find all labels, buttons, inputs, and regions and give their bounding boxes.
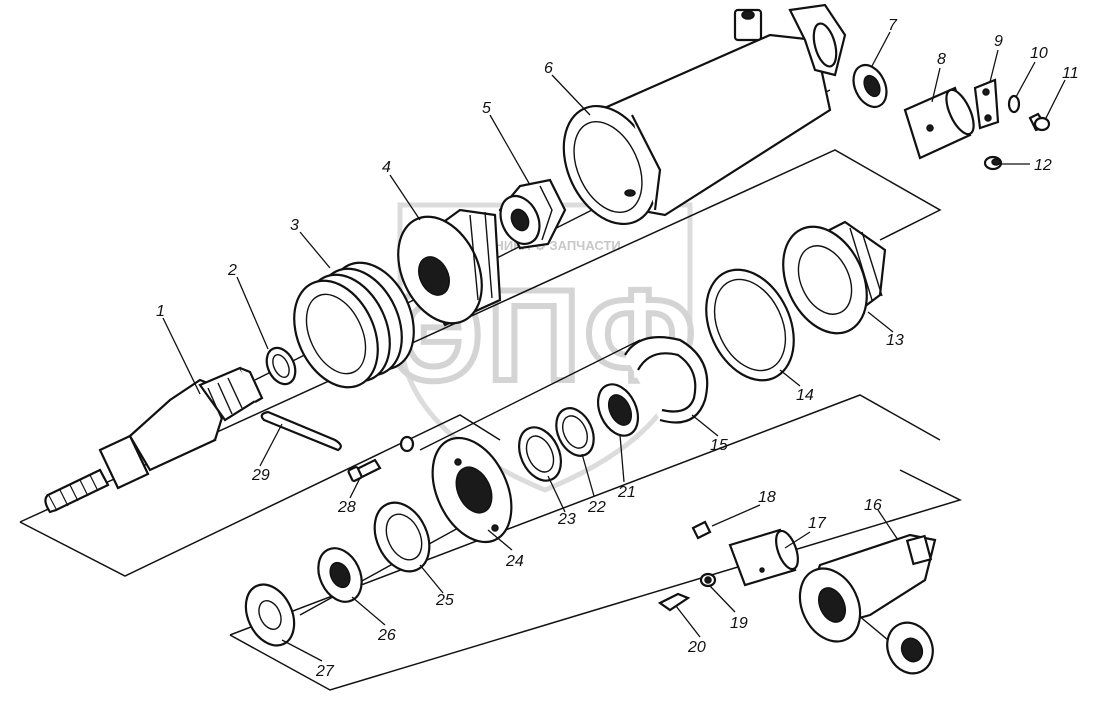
callout-20: 20 bbox=[687, 639, 706, 656]
assembly-frames bbox=[19, 149, 963, 691]
part-nut-26 bbox=[317, 547, 363, 603]
callout-29: 29 bbox=[251, 467, 270, 484]
part-gasket-14 bbox=[705, 268, 795, 382]
callout-11: 11 bbox=[1062, 65, 1079, 82]
frame-rod-group bbox=[19, 149, 942, 523]
part-ring-23 bbox=[518, 426, 562, 482]
callout-24: 24 bbox=[505, 553, 524, 570]
frame-clevis-top bbox=[229, 394, 941, 636]
callout-2: 2 bbox=[227, 262, 237, 279]
part-gland-13 bbox=[782, 220, 887, 335]
callout-26: 26 bbox=[377, 627, 396, 644]
callout-18: 18 bbox=[758, 489, 776, 506]
callout-5: 5 bbox=[482, 100, 491, 117]
callout-23: 23 bbox=[557, 511, 576, 528]
part-nut-19 bbox=[699, 572, 717, 588]
axis-mid bbox=[419, 339, 641, 451]
callout-9: 9 bbox=[994, 33, 1003, 50]
part-cylinder bbox=[562, 3, 847, 226]
part-bushing-7 bbox=[852, 63, 888, 109]
callout-4: 4 bbox=[382, 159, 391, 176]
callout-6: 6 bbox=[544, 60, 553, 77]
callout-3: 3 bbox=[290, 217, 299, 234]
part-castle-nut bbox=[498, 178, 567, 250]
callout-19: 19 bbox=[730, 615, 748, 632]
callout-12: 12 bbox=[1034, 157, 1052, 174]
part-piston bbox=[397, 208, 502, 327]
part-flange-24 bbox=[431, 436, 513, 544]
part-bolt-11 bbox=[1028, 112, 1051, 132]
callout-14: 14 bbox=[796, 387, 814, 404]
part-lock-plate bbox=[973, 78, 1000, 130]
callout-10: 10 bbox=[1030, 45, 1048, 62]
part-seal-pack bbox=[293, 261, 415, 389]
part-piston-rod bbox=[44, 366, 264, 514]
callout-22: 22 bbox=[587, 499, 606, 516]
part-bushing-clevis bbox=[886, 621, 934, 675]
part-bushing-25 bbox=[373, 501, 431, 573]
part-ring-21 bbox=[596, 383, 640, 437]
part-washer-10 bbox=[1007, 94, 1021, 114]
leader-lines bbox=[162, 31, 1066, 662]
callout-7: 7 bbox=[888, 17, 898, 34]
part-nut-12 bbox=[983, 155, 1003, 171]
callout-27: 27 bbox=[315, 663, 335, 680]
part-pin-17 bbox=[728, 528, 799, 587]
part-washer-27 bbox=[244, 583, 296, 647]
callout-25: 25 bbox=[435, 592, 454, 609]
callout-8: 8 bbox=[937, 51, 946, 68]
part-split-ring-15 bbox=[624, 336, 709, 424]
part-pin-8 bbox=[903, 86, 975, 160]
callout-1: 1 bbox=[156, 303, 165, 320]
part-ring-22 bbox=[555, 407, 595, 457]
callout-13: 13 bbox=[886, 332, 904, 349]
frame-rod-lower bbox=[19, 414, 501, 577]
part-grease-nipple-20 bbox=[657, 592, 691, 612]
part-screw-28 bbox=[347, 435, 415, 482]
callouts: 1 2 3 4 5 6 7 8 9 10 11 12 13 14 15 16 1… bbox=[156, 17, 1079, 680]
callout-21: 21 bbox=[617, 484, 636, 501]
part-cotter-pin-29 bbox=[260, 410, 342, 452]
frame-clevis-group bbox=[229, 469, 963, 691]
part-washer-2 bbox=[265, 346, 297, 386]
callout-28: 28 bbox=[337, 499, 356, 516]
callout-17: 17 bbox=[808, 515, 827, 532]
callout-15: 15 bbox=[710, 437, 728, 454]
part-fitting-18 bbox=[691, 520, 712, 540]
callout-16: 16 bbox=[864, 497, 882, 514]
part-clevis-16 bbox=[798, 533, 937, 643]
